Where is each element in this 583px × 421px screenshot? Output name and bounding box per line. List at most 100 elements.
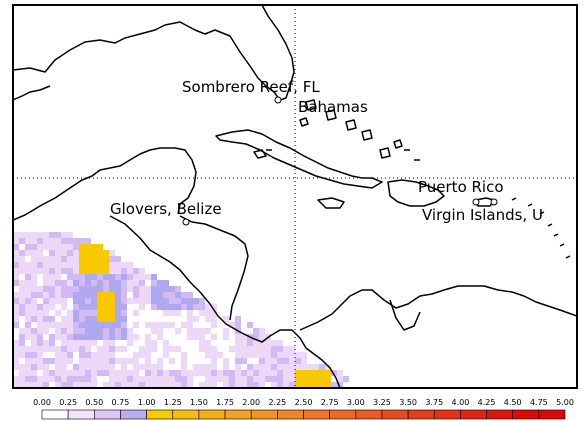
heat-cell	[259, 340, 265, 346]
heat-cell	[73, 286, 79, 292]
heat-cell	[49, 376, 55, 382]
heat-cell	[229, 358, 235, 364]
heat-cell	[43, 250, 49, 256]
heat-cell	[187, 328, 193, 334]
heat-cell	[55, 340, 61, 346]
heat-cell	[193, 328, 199, 334]
heat-cell	[25, 358, 31, 364]
colorbar-swatch	[433, 409, 461, 420]
heat-cell	[223, 364, 229, 370]
heat-cell	[157, 382, 163, 388]
heat-cell	[103, 382, 109, 388]
heat-cell	[43, 268, 49, 274]
colorbar-swatch	[41, 409, 69, 420]
heat-cell	[61, 340, 67, 346]
heat-cell	[127, 268, 133, 274]
heat-cell	[199, 310, 205, 316]
heat-cell	[61, 262, 67, 268]
heat-cell	[133, 286, 139, 292]
heat-cell	[109, 352, 115, 358]
heat-cell	[73, 310, 79, 316]
heat-cell	[109, 316, 115, 322]
heat-cell	[127, 262, 133, 268]
heat-cell	[91, 250, 97, 256]
heat-cell	[85, 364, 91, 370]
heat-cell	[211, 328, 217, 334]
heat-cell	[43, 358, 49, 364]
heat-cell	[181, 298, 187, 304]
colorbar-tick-label: 4.75	[530, 398, 548, 407]
heat-cell	[55, 256, 61, 262]
heat-cell	[43, 274, 49, 280]
heat-cell	[211, 304, 217, 310]
heat-cell	[67, 292, 73, 298]
heat-cell	[67, 250, 73, 256]
heat-cell	[49, 280, 55, 286]
heat-cell	[73, 328, 79, 334]
heat-cell	[115, 298, 121, 304]
heat-cell	[13, 376, 19, 382]
heat-cell	[133, 358, 139, 364]
heat-cell	[49, 352, 55, 358]
heat-cell	[235, 382, 241, 388]
colorbar-swatch	[460, 409, 487, 420]
heat-cell	[217, 358, 223, 364]
heat-cell	[199, 352, 205, 358]
heat-cell	[49, 340, 55, 346]
heat-cell	[121, 268, 127, 274]
heat-cell	[55, 274, 61, 280]
heat-cell	[121, 340, 127, 346]
heat-cell	[253, 370, 259, 376]
heat-cell	[319, 376, 325, 382]
heat-cell	[169, 304, 175, 310]
heat-cell	[199, 346, 205, 352]
heat-cell	[55, 244, 61, 250]
heat-cell	[163, 382, 169, 388]
heat-cell	[85, 322, 91, 328]
heat-cell	[49, 328, 55, 334]
heat-cell	[79, 280, 85, 286]
heat-cell	[265, 370, 271, 376]
heat-cell	[343, 382, 349, 388]
heat-cell	[115, 256, 121, 262]
heat-cell	[139, 376, 145, 382]
heat-cell	[205, 304, 211, 310]
heat-cell	[169, 316, 175, 322]
heat-cell	[253, 334, 259, 340]
heat-cell	[151, 352, 157, 358]
heat-cell	[223, 376, 229, 382]
heat-cell	[157, 364, 163, 370]
heat-cell	[283, 364, 289, 370]
colorbar-tick-label: 1.50	[190, 398, 208, 407]
heat-cell	[133, 364, 139, 370]
heat-cell	[187, 352, 193, 358]
heat-cell	[193, 316, 199, 322]
heat-cell	[25, 244, 31, 250]
heat-cell	[49, 316, 55, 322]
heat-cell	[43, 316, 49, 322]
heat-cell	[19, 268, 25, 274]
heat-cell	[121, 322, 127, 328]
heat-cell	[115, 316, 121, 322]
heat-cell	[43, 232, 49, 238]
heat-cell	[103, 292, 109, 298]
heat-cell	[31, 262, 37, 268]
heat-cell	[67, 298, 73, 304]
heat-cell	[247, 352, 253, 358]
heat-cell	[43, 280, 49, 286]
bahamas-5	[299, 117, 309, 127]
heat-cell	[127, 310, 133, 316]
bahamas-2	[325, 109, 337, 121]
heat-cell	[31, 370, 37, 376]
map-frame	[12, 4, 578, 389]
heat-cell	[259, 364, 265, 370]
heat-cell	[79, 370, 85, 376]
heat-cell	[145, 316, 151, 322]
heat-cell	[121, 352, 127, 358]
map-area: Sombrero Reef, FL Bahamas Glovers, Beliz…	[13, 5, 577, 388]
heat-cell	[73, 280, 79, 286]
heat-cell	[61, 304, 67, 310]
heat-cell	[223, 370, 229, 376]
heat-cell	[211, 376, 217, 382]
heat-cell	[103, 256, 109, 262]
